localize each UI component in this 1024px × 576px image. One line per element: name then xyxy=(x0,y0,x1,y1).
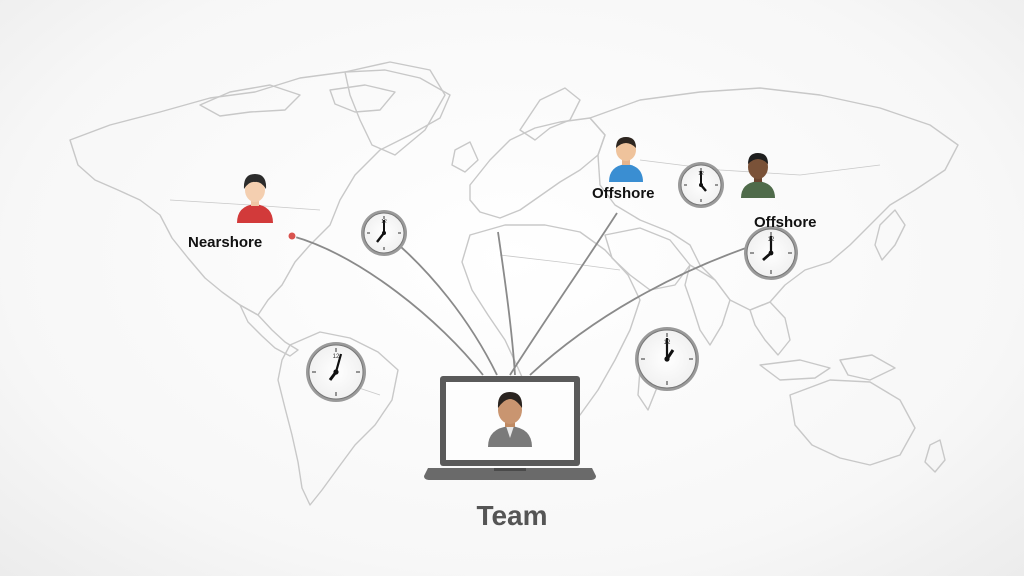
svg-text:12: 12 xyxy=(333,354,340,360)
svg-text:12: 12 xyxy=(381,219,387,225)
connector-offshore-1 xyxy=(509,212,618,376)
svg-text:12: 12 xyxy=(664,340,671,346)
connector-nearshore xyxy=(291,235,484,376)
svg-text:12: 12 xyxy=(698,171,704,177)
offshore-label: Offshore xyxy=(754,214,817,231)
person-avatar-icon xyxy=(488,392,532,447)
svg-text:12: 12 xyxy=(768,237,775,243)
offshore-label: Offshore xyxy=(592,185,655,202)
person-avatar-icon xyxy=(237,174,273,223)
clock-icon: 12 xyxy=(744,226,798,280)
connector-center xyxy=(497,231,516,376)
world-map-icon xyxy=(69,61,959,506)
person-avatar-icon xyxy=(741,153,775,198)
team-label: Team xyxy=(476,500,548,531)
connector-offshore-2 xyxy=(529,239,771,376)
clock-icon: 12 xyxy=(635,327,699,391)
clock-icon: 12 xyxy=(361,210,407,256)
connector-lines xyxy=(291,212,771,376)
clock-icon: 12 xyxy=(306,342,366,402)
person-avatar-icon xyxy=(609,137,643,182)
nearshore-label: Nearshore xyxy=(188,234,263,251)
clock-icon: 12 xyxy=(678,162,724,208)
laptop-icon xyxy=(424,376,596,480)
location-dot xyxy=(287,231,297,241)
